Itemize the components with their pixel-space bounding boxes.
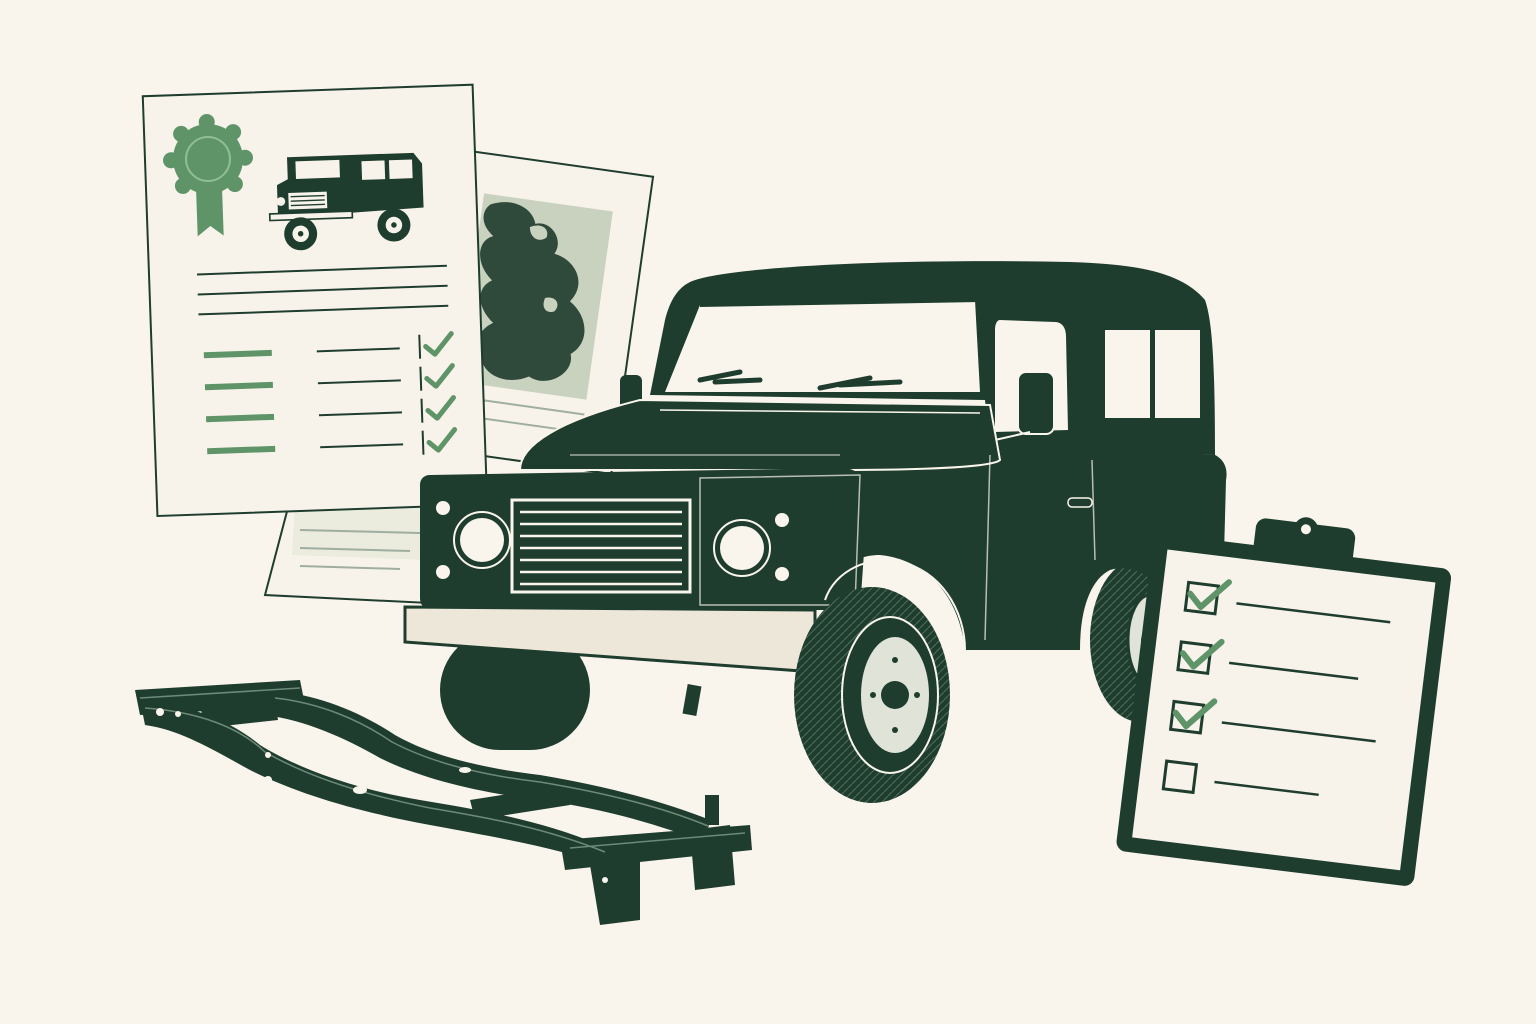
map-landmass [475,202,585,381]
checklist-row [205,395,456,423]
front-left-wheel [440,630,590,750]
certificate-checklist [203,331,458,455]
checkmark-icon [425,395,456,421]
vehicle-illustration [403,261,1227,803]
checkmark-icon [1172,698,1218,730]
inspection-clipboard [1116,517,1452,886]
certificate-document [141,83,489,518]
checkmark-icon [426,427,458,453]
door-handle [1067,497,1093,508]
checkbox-icon [1168,699,1206,735]
map-document [431,150,655,475]
vehicle-thumbnail [268,152,424,251]
checklist-row [207,427,458,455]
chassis-frame [135,680,752,925]
rear-side-window-1 [1105,330,1150,418]
clipboard-checklist [1161,579,1391,797]
left-headlight [436,501,511,579]
checkmark-icon [423,331,454,357]
vehicle-body-side [825,440,1227,650]
right-headlight [713,513,789,581]
checkmark-icon [1179,638,1225,670]
rear-side-window-2 [1155,330,1200,418]
checklist-row [204,363,455,391]
checklist-row [1176,638,1359,680]
checkmark-icon [1187,579,1232,611]
clipboard-clip [1253,518,1356,568]
checkbox-icon [1183,580,1221,616]
checklist-row [203,331,454,359]
grille [510,498,692,594]
checkbox-icon [1161,759,1199,795]
checklist-row [1183,579,1391,624]
front-right-wheel [794,587,950,803]
windscreen [665,300,980,392]
side-mirror [1017,371,1055,435]
checklist-row [1161,759,1319,797]
checkbox-icon [1176,640,1213,676]
checkmark-icon [424,363,455,389]
award-rosette-icon [163,114,253,237]
checklist-row [1168,698,1376,743]
